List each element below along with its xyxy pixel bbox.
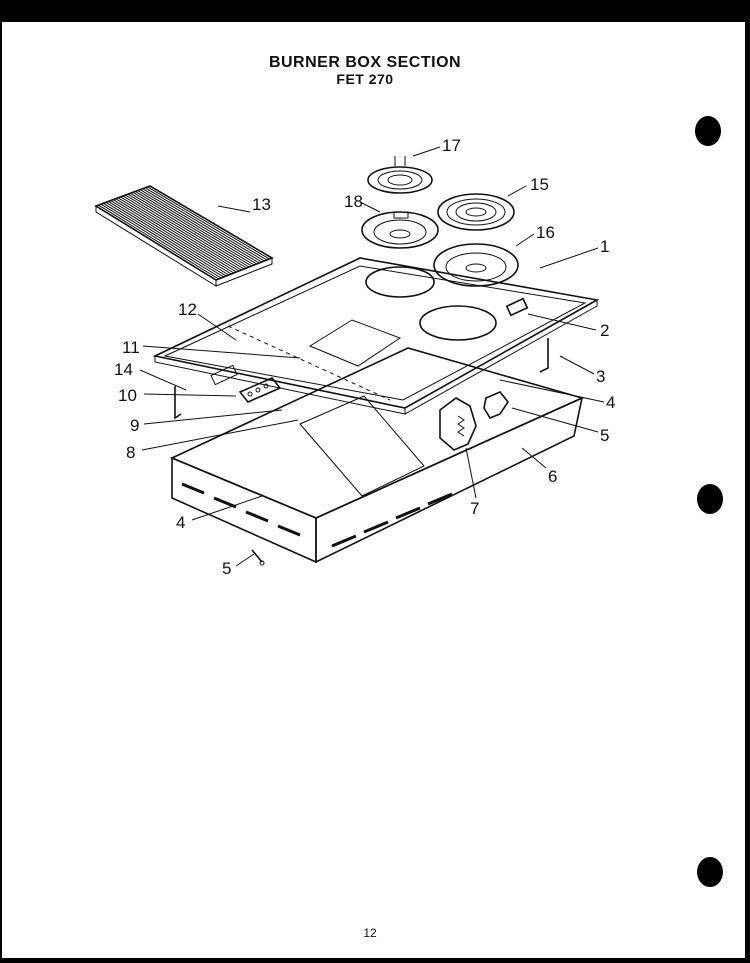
bracket-part-14 — [174, 386, 182, 420]
vent-slot — [213, 496, 237, 509]
grille-slat — [127, 193, 250, 268]
callout-7: 7 — [470, 499, 479, 518]
surface-element-part-17 — [367, 156, 433, 194]
callout-4-right: 4 — [606, 393, 615, 412]
grille-slat — [108, 201, 229, 276]
callout-14: 14 — [114, 360, 133, 379]
grille-slat — [137, 190, 260, 264]
diagram-title: BURNER BOX SECTION — [268, 54, 462, 71]
grille-slat — [98, 204, 219, 280]
grille-slat — [144, 187, 268, 261]
model-number: FET 270 — [336, 71, 394, 87]
callout-4-left: 4 — [176, 513, 185, 532]
grille-slat — [122, 195, 245, 270]
bracket-part-3 — [539, 338, 549, 373]
callout-2: 2 — [600, 321, 609, 340]
surface-element-part-15 — [437, 193, 515, 231]
switch-part-2 — [505, 297, 529, 317]
burner-box-part-6 — [170, 347, 585, 564]
grille-slat — [142, 188, 265, 262]
grille-slat — [103, 202, 224, 278]
vent-slot — [363, 520, 389, 534]
callout-6: 6 — [548, 467, 557, 486]
callout-13: 13 — [252, 195, 271, 214]
infinite-switch-part-7 — [439, 397, 477, 451]
vent-slot — [427, 492, 453, 506]
grille-slat — [100, 203, 222, 279]
callout-16: 16 — [536, 223, 555, 242]
callout-1: 1 — [600, 237, 609, 256]
vent-slot — [181, 482, 205, 495]
callout-3: 3 — [596, 367, 605, 386]
callout-5-right: 5 — [600, 426, 609, 445]
page-number: 12 — [363, 926, 377, 940]
cooktop-frame-part-1 — [152, 257, 600, 415]
callout-5-left: 5 — [222, 559, 231, 578]
grille-slat — [117, 197, 240, 272]
grille-slat — [120, 196, 242, 271]
grille-slat — [135, 191, 257, 265]
callout-10: 10 — [118, 386, 137, 405]
vent-slot — [277, 524, 301, 537]
callout-labels: 17 15 18 16 1 2 3 4 5 6 7 13 12 11 14 10… — [114, 136, 615, 578]
drip-pan-part-16 — [433, 243, 519, 287]
callout-18: 18 — [344, 192, 363, 211]
grille-slat — [125, 194, 247, 269]
grille-slat — [115, 198, 237, 273]
binder-hole-middle — [697, 484, 723, 514]
callout-17: 17 — [442, 136, 461, 155]
grille-slat — [112, 199, 235, 274]
burner-openings — [365, 266, 497, 341]
callout-15: 15 — [530, 175, 549, 194]
callout-12: 12 — [178, 300, 197, 319]
terminal-block-part-10 — [210, 364, 282, 403]
vent-slot — [395, 506, 421, 520]
grille-slat — [132, 191, 255, 266]
grille-slat — [130, 192, 252, 267]
drip-pan-part-18 — [361, 211, 439, 249]
binder-hole-bottom — [697, 857, 723, 887]
callout-11: 11 — [122, 338, 140, 357]
binder-hole-top — [695, 116, 721, 146]
callout-9: 9 — [130, 416, 139, 435]
vent-slot — [245, 510, 269, 523]
knob-part-5 — [483, 391, 509, 419]
grille-slat — [105, 201, 227, 277]
vent-slot — [331, 534, 357, 548]
grille-part-13 — [94, 185, 274, 287]
grille-slat — [139, 189, 263, 263]
callout-8: 8 — [126, 443, 135, 462]
screw-part-5 — [251, 549, 265, 566]
callout-leaders — [139, 146, 605, 567]
grille-slat — [147, 186, 270, 260]
grille-slat — [110, 200, 232, 275]
